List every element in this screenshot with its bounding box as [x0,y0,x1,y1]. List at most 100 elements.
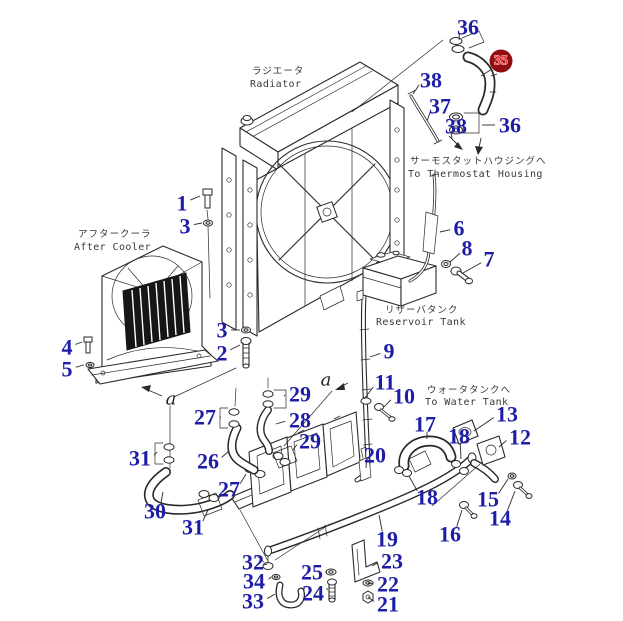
water-pipe-drawing [264,419,533,557]
leader-line-29 [292,444,298,451]
leader-line-2 [230,344,241,351]
callout-36: 36 [499,113,521,138]
callout-23: 23 [381,549,403,574]
callout-22: 22 [377,572,399,597]
leader-line-38 [450,133,453,139]
callout-25: 25 [301,560,323,585]
callout-37: 37 [429,94,451,119]
to-water-tank-label-en: To Water Tank [425,397,508,408]
reservoir-tank-drawing [356,250,437,307]
radiator-drawing [221,39,444,337]
callout-19: 19 [376,527,398,552]
leader-line-15 [498,478,509,494]
direction-arrow [475,137,483,155]
callout-38: 38 [445,114,467,139]
direction-arrow [335,382,349,390]
leader-line-19 [378,514,383,532]
after-cooler-label-en: After Cooler [74,242,151,253]
callout-32: 32 [242,550,264,575]
leader-line-9 [369,352,381,358]
callout-33: 33 [242,589,264,614]
highlight-circle [489,49,513,73]
leader-line-22 [367,582,374,585]
callout-3: 3 [180,214,191,239]
leader-line-29 [283,394,286,397]
callout-27: 27 [194,405,216,430]
callout-31: 31 [129,446,151,471]
callout-38: 38 [420,68,442,93]
highlight-callout-35: 35 [480,49,513,77]
direction-arrow [141,385,163,397]
leader-line-26 [221,450,230,458]
highlight-number: 35 [494,54,508,69]
callout-21: 21 [377,592,399,617]
callout-10: 10 [393,384,415,409]
callout-4: 4 [62,335,73,360]
callout-5: 5 [62,357,73,382]
callout-17: 17 [414,412,436,437]
callout-24: 24 [302,581,324,606]
section-a-left: a [166,389,177,410]
leader-line-23 [371,562,378,567]
radiator-label-en: Radiator [250,79,301,90]
leader-line-27 [239,473,247,484]
leader-line-34 [268,576,272,580]
leader-line-18 [459,443,462,460]
leader-line-11 [363,386,374,400]
leader-line-1 [190,195,201,201]
leader-line-28 [275,420,286,425]
callout-26: 26 [197,449,219,474]
callout-16: 16 [439,522,461,547]
callout-20: 20 [364,443,386,468]
callout-3: 3 [217,318,228,343]
callout-30: 30 [144,499,166,524]
upper-hose-drawing [407,30,498,155]
after-cooler-label-jp: アフタークーラ [78,229,152,240]
leader-line-12 [498,440,507,448]
leader-line-31 [202,509,209,522]
direction-arrow [448,135,463,150]
leader-line-16 [456,509,463,527]
callout-6: 6 [454,216,465,241]
fasteners-drawing [83,188,381,609]
callout-18: 18 [416,485,438,510]
leader-line-32 [263,563,268,566]
callout-29: 29 [299,429,321,454]
leader-line-4 [75,341,83,345]
callout-28: 28 [289,408,311,433]
lower-hoses-drawing [143,367,333,517]
leader-line-30 [160,491,164,504]
callout-7: 7 [484,247,495,272]
to-water-tank-label-jp: ウォータタンクへ [427,385,511,396]
section-markers: a a [141,370,349,410]
leader-line-13 [473,417,494,432]
reservoir-label-en: Reservoir Tank [376,317,466,328]
leader-line-6 [439,229,451,233]
callout-11: 11 [375,370,396,395]
callout-9: 9 [384,339,395,364]
callout-27: 27 [218,477,240,502]
callout-13: 13 [496,402,518,427]
callout-12: 12 [509,425,531,450]
after-cooler-drawing [87,245,219,385]
leader-line-5 [75,364,85,368]
to-thermostat-label-jp: サーモスタットハウジングへ [410,155,547,167]
thermostat-tube-drawing [408,173,473,285]
callout-18: 18 [448,424,470,449]
leader-line-7 [462,262,482,274]
leader-line-31 [153,451,158,456]
callout-2: 2 [217,341,228,366]
section-a-right: a [321,370,332,391]
leader-line-21 [367,596,375,602]
callout-29: 29 [289,382,311,407]
leader-line-8 [449,252,461,263]
callout-31: 31 [182,515,204,540]
to-thermostat-label-en: To Thermostat Housing [408,169,543,180]
radiator-label-jp: ラジエータ [252,66,304,77]
component-labels: ラジエータ Radiator アフタークーラ After Cooler サーモス… [74,66,547,408]
callout-15: 15 [477,487,499,512]
reservoir-label-jp: リザーバタンク [385,305,458,316]
